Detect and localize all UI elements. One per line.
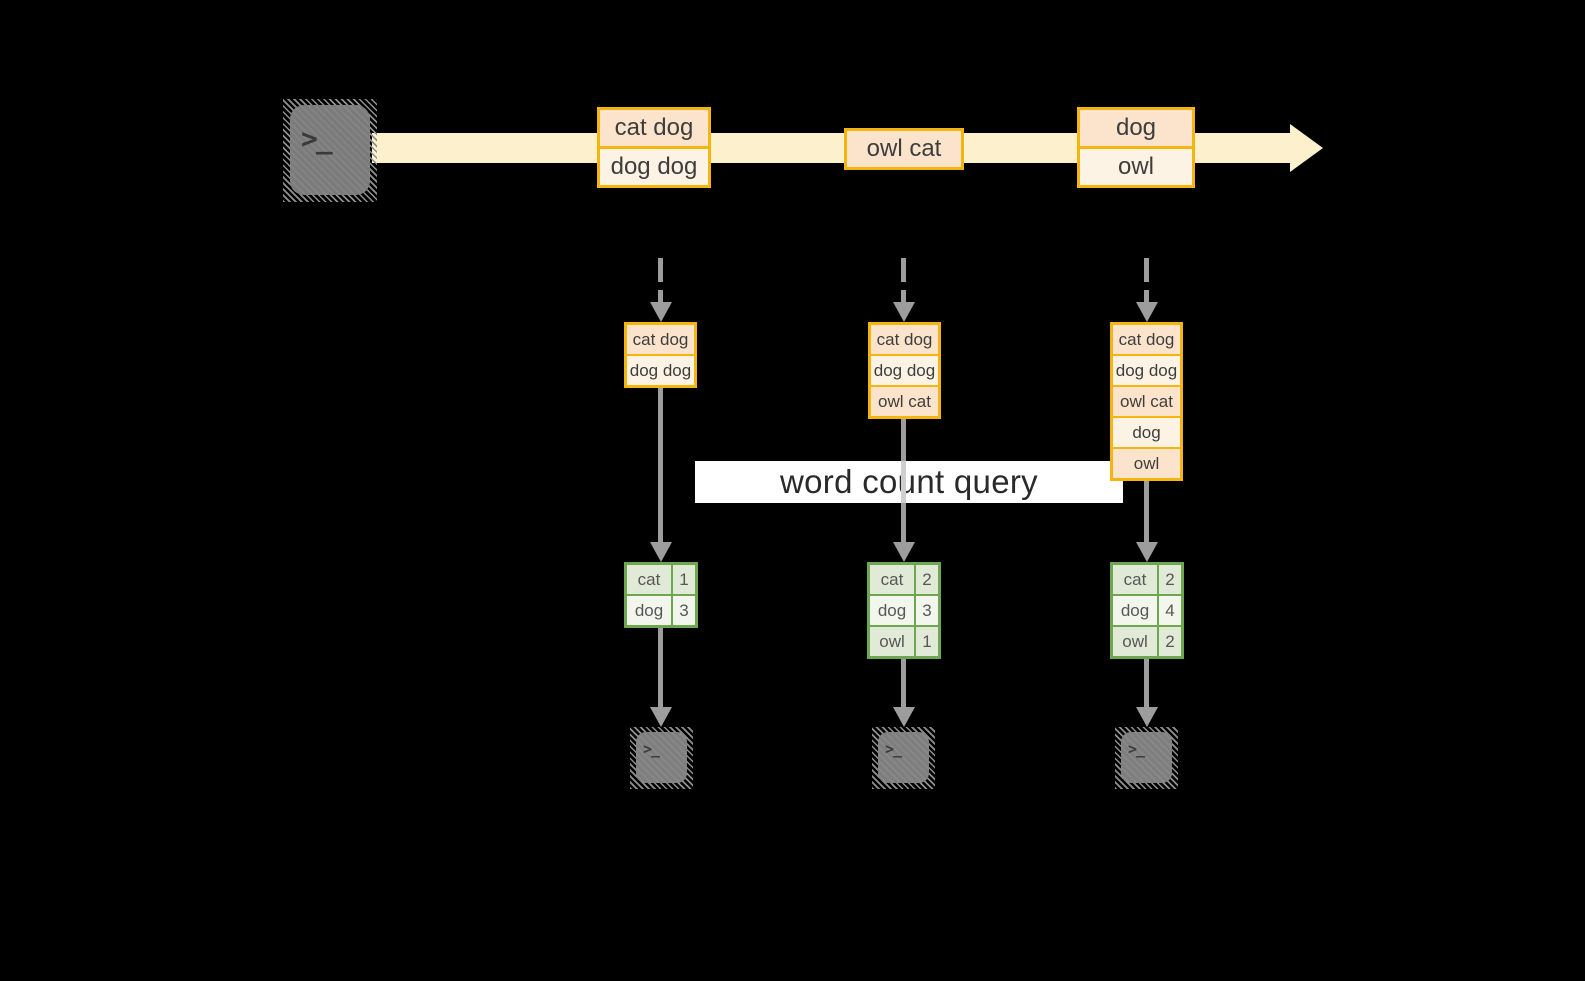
- table-row: cat 2: [870, 565, 938, 594]
- terminal-prompt-icon: >_: [1128, 740, 1145, 758]
- ingest-arrowhead-icon: [893, 302, 915, 322]
- table-row: cat 2: [1113, 565, 1181, 594]
- count-cell: 3: [673, 596, 695, 625]
- query-arrow-line-3: [1144, 481, 1149, 542]
- word-cell: owl: [1113, 627, 1157, 656]
- word-cell: owl: [870, 627, 914, 656]
- count-cell: 2: [1159, 565, 1181, 594]
- word-cell: dog: [870, 596, 914, 625]
- query-arrow-line-1: [658, 388, 663, 542]
- buffer-stack-1: cat dog dog dog: [624, 322, 697, 388]
- count-cell: 2: [916, 565, 938, 594]
- buffer-record: owl: [1113, 449, 1180, 478]
- word-cell: cat: [1113, 565, 1157, 594]
- buffer-record: cat dog: [1113, 325, 1180, 354]
- count-table-1: cat 1 dog 3: [624, 562, 698, 628]
- count-table-3: cat 2 dog 4 owl 2: [1110, 562, 1184, 659]
- output-arrowhead-icon: [1136, 707, 1158, 727]
- query-label: word count query: [780, 463, 1038, 500]
- terminal-body: >_: [636, 732, 687, 783]
- ingest-arrow-line-3: [1144, 258, 1149, 302]
- buffer-record: dog: [1113, 418, 1180, 447]
- query-arrowhead-icon: [650, 542, 672, 562]
- output-arrowhead-icon: [650, 707, 672, 727]
- ingest-arrow-line-1: [658, 258, 663, 302]
- terminal-prompt-icon: >_: [643, 740, 660, 758]
- terminal-body: >_: [878, 732, 929, 783]
- table-row: owl 2: [1113, 627, 1181, 656]
- stream-batch-3: dog owl: [1077, 107, 1195, 188]
- sink-terminal-icon-2: >_: [872, 727, 935, 789]
- query-arrowhead-icon: [893, 542, 915, 562]
- stream-record: dog dog: [600, 149, 708, 185]
- sink-terminal-icon-3: >_: [1115, 727, 1178, 789]
- count-table-2: cat 2 dog 3 owl 1: [867, 562, 941, 659]
- count-cell: 4: [1159, 596, 1181, 625]
- buffer-stack-2: cat dog dog dog owl cat: [868, 322, 941, 419]
- arrow-through-band: [901, 461, 906, 503]
- table-row: owl 1: [870, 627, 938, 656]
- word-cell: cat: [627, 565, 671, 594]
- table-row: dog 3: [627, 596, 695, 625]
- terminal-prompt-icon: >_: [885, 740, 902, 758]
- terminal-body: >_: [290, 105, 370, 195]
- buffer-record: cat dog: [627, 325, 694, 354]
- count-cell: 2: [1159, 627, 1181, 656]
- query-arrowhead-icon: [1136, 542, 1158, 562]
- stream-record: cat dog: [600, 110, 708, 146]
- count-cell: 3: [916, 596, 938, 625]
- ingest-arrowhead-icon: [650, 302, 672, 322]
- table-row: cat 1: [627, 565, 695, 594]
- buffer-record: cat dog: [871, 325, 938, 354]
- buffer-record: dog dog: [1113, 356, 1180, 385]
- output-arrow-line-2: [901, 659, 906, 707]
- terminal-prompt-icon: >_: [301, 122, 333, 155]
- word-cell: dog: [1113, 596, 1157, 625]
- table-row: dog 4: [1113, 596, 1181, 625]
- ingest-arrowhead-icon: [1136, 302, 1158, 322]
- stream-record: dog: [1080, 110, 1192, 146]
- buffer-record: owl cat: [1113, 387, 1180, 416]
- word-cell: cat: [870, 565, 914, 594]
- output-arrowhead-icon: [893, 707, 915, 727]
- stream-arrowhead-icon: [1290, 124, 1323, 172]
- buffer-record: owl cat: [871, 387, 938, 416]
- buffer-record: dog dog: [871, 356, 938, 385]
- terminal-body: >_: [1121, 732, 1172, 783]
- buffer-record: dog dog: [627, 356, 694, 385]
- sink-terminal-icon-1: >_: [630, 727, 693, 789]
- query-label-band: word count query: [695, 461, 1123, 503]
- source-terminal-icon: >_: [283, 99, 377, 202]
- ingest-arrow-line-2: [901, 258, 906, 302]
- stream-batch-1: cat dog dog dog: [597, 107, 711, 188]
- count-cell: 1: [916, 627, 938, 656]
- stream-batch-2: owl cat: [844, 128, 964, 170]
- stream-record: owl cat: [847, 131, 961, 167]
- output-arrow-line-1: [658, 628, 663, 707]
- stream-record: owl: [1080, 149, 1192, 185]
- table-row: dog 3: [870, 596, 938, 625]
- buffer-stack-3: cat dog dog dog owl cat dog owl: [1110, 322, 1183, 481]
- output-arrow-line-3: [1144, 659, 1149, 707]
- count-cell: 1: [673, 565, 695, 594]
- word-cell: dog: [627, 596, 671, 625]
